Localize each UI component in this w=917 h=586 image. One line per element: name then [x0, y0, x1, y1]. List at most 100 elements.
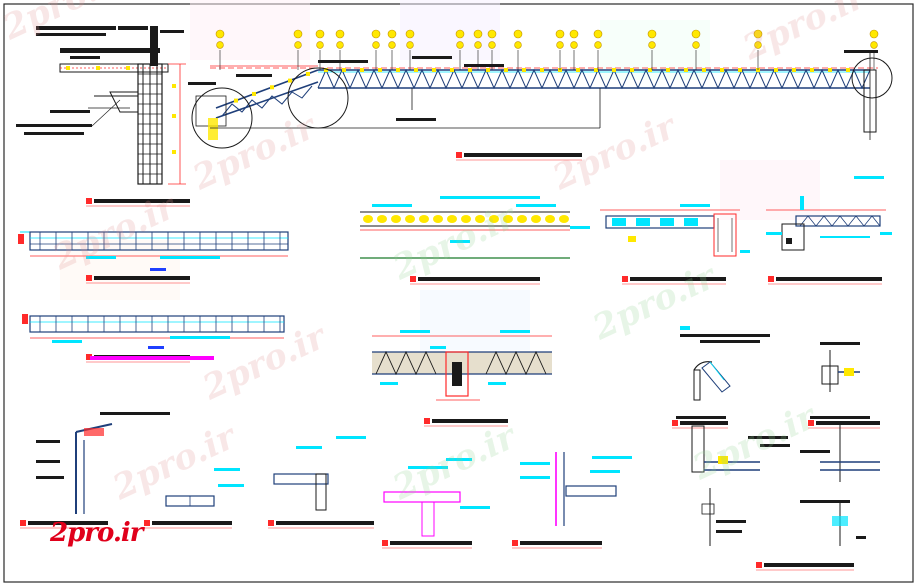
axis-bubble: [569, 29, 579, 39]
truss-marker: [504, 68, 508, 72]
axis-bubble: [474, 41, 482, 49]
title-bar: [28, 521, 108, 525]
title-marker: [808, 420, 814, 426]
truss-marker: [684, 68, 688, 72]
title-bar: [776, 277, 882, 281]
axis-bubble: [487, 29, 497, 39]
axis-bubble: [593, 29, 603, 39]
title-marker: [382, 540, 388, 546]
slab-strip-top: [18, 231, 289, 271]
axis-bubble: [388, 41, 396, 49]
truss-marker: [792, 68, 796, 72]
deck-void: [433, 215, 443, 223]
truss-marker: [270, 85, 274, 90]
title-marker: [424, 418, 430, 424]
axis-bubble: [315, 29, 325, 39]
deck-void: [419, 215, 429, 223]
truss-marker: [702, 68, 706, 72]
watermark-text: 2pro.ir: [386, 416, 524, 509]
deck-void: [391, 215, 401, 223]
deck-void: [363, 215, 373, 223]
title-marker: [86, 275, 92, 281]
truss-marker: [594, 68, 598, 72]
truss-marker: [324, 68, 328, 72]
truss-marker: [234, 98, 238, 103]
axis-bubble: [870, 41, 878, 49]
title-bar: [464, 153, 582, 157]
truss-joint-detail: [372, 330, 552, 401]
slab-strip-bottom: [22, 314, 285, 360]
truss-marker: [576, 68, 580, 72]
title-bar: [630, 277, 726, 281]
watermark-text: 2pro.ir: [546, 106, 684, 199]
truss-marker: [774, 68, 778, 72]
axis-bubble: [372, 41, 380, 49]
axis-bubble: [293, 29, 303, 39]
axis-bubble: [216, 41, 224, 49]
corner-detail-right: [676, 326, 880, 546]
axis-bubble: [335, 29, 345, 39]
column-wall-section: [16, 26, 186, 185]
watermark-text: 2pro.ir: [186, 106, 324, 199]
title-marker: [144, 520, 150, 526]
axis-bubble: [754, 41, 762, 49]
title-marker: [622, 276, 628, 282]
truss-marker: [450, 68, 454, 72]
deck-section-right-b: [766, 176, 892, 251]
connection-details-bottom: [36, 412, 632, 537]
axis-bubble: [405, 29, 415, 39]
axis-bubble: [513, 29, 523, 39]
truss-marker: [612, 68, 616, 72]
deck-void: [377, 215, 387, 223]
truss-marker: [846, 68, 850, 72]
truss-marker: [342, 68, 346, 72]
axis-bubble: [514, 41, 522, 49]
title-marker: [86, 198, 92, 204]
axis-bubble: [647, 29, 657, 39]
title-bar: [816, 421, 880, 425]
watermark-text: 2pro.ir: [196, 316, 334, 409]
truss-marker: [720, 68, 724, 72]
title-marker: [410, 276, 416, 282]
deck-void: [489, 215, 499, 223]
title-marker: [756, 562, 762, 568]
title-marker: [512, 540, 518, 546]
watermark-text: 2pro.ir: [0, 0, 134, 49]
deck-void: [405, 215, 415, 223]
axis-bubble: [555, 29, 565, 39]
title-bar: [152, 521, 232, 525]
axis-bubble: [692, 41, 700, 49]
title-marker: [768, 276, 774, 282]
truss-marker: [306, 71, 310, 76]
truss-marker: [810, 68, 814, 72]
site-logo: 2pro.ir: [50, 518, 143, 548]
title-bar: [390, 541, 472, 545]
title-bar: [764, 563, 854, 567]
title-bar: [94, 199, 190, 203]
axis-bubble: [488, 41, 496, 49]
deck-void: [531, 215, 541, 223]
truss-marker: [666, 68, 670, 72]
title-bar: [520, 541, 602, 545]
truss-marker: [360, 68, 364, 72]
deck-section-center: [360, 196, 590, 259]
title-marker: [86, 354, 92, 360]
truss-marker: [396, 68, 400, 72]
axis-bubble: [456, 41, 464, 49]
title-bar: [94, 276, 190, 280]
axis-bubble: [294, 41, 302, 49]
grid-axis-bubbles: [215, 29, 879, 70]
axis-bubble: [406, 41, 414, 49]
axis-bubble: [869, 29, 879, 39]
truss-marker: [522, 68, 526, 72]
truss-marker: [828, 68, 832, 72]
axis-bubble: [594, 41, 602, 49]
title-marker: [20, 520, 26, 526]
main-truss-elevation: [188, 50, 893, 149]
axis-bubble: [371, 29, 381, 39]
deck-void: [545, 215, 555, 223]
deck-void: [517, 215, 527, 223]
deck-void: [559, 215, 569, 223]
truss-marker: [486, 68, 490, 72]
